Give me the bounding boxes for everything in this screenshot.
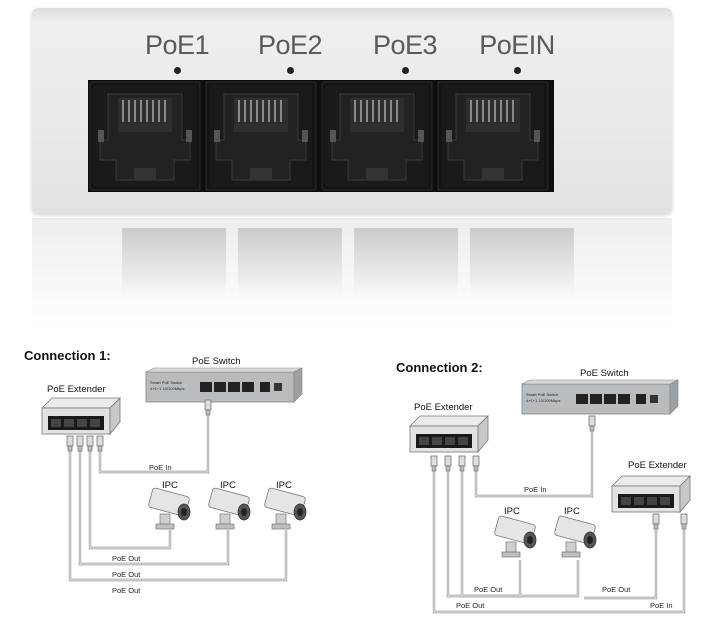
ipc-camera-2b	[553, 514, 597, 558]
port-led-poe2	[287, 67, 294, 74]
cable-label-poe-out-2a: PoE Out	[474, 585, 503, 594]
ipc-camera-1c	[263, 486, 307, 530]
port-reflection	[354, 228, 458, 298]
ipc-label-1b: IPC	[220, 480, 236, 491]
poe-switch-1-spec: 4+1+1 10/100Mbps	[150, 386, 184, 391]
poe-switch-1-brand: Smart PoE Switch	[150, 380, 182, 385]
ipc-camera-1a	[147, 486, 191, 530]
poe-extender-2a-label: PoE Extender	[414, 402, 473, 413]
poe-switch-2	[521, 379, 679, 415]
port-label-poein: PoEIN	[479, 30, 555, 60]
ipc-camera-1b	[207, 486, 251, 530]
poe-extender-2b-label: PoE Extender	[628, 460, 687, 471]
cable-label-poe-in-2a: PoE In	[524, 485, 547, 494]
cable-label-poe-in-1: PoE In	[149, 463, 172, 472]
ipc-label-1c: IPC	[276, 480, 292, 491]
poe-switch-1	[145, 367, 303, 403]
cable-label-poe-out-2b: PoE Out	[456, 601, 485, 610]
port-led-poe1	[174, 67, 181, 74]
connection-2-diagram: PoE Switch Smart PoE Switch 4+1+1 10/100…	[409, 368, 691, 614]
product-reflection	[32, 218, 672, 328]
poe-switch-1-label: PoE Switch	[192, 356, 241, 367]
poe-switch-2-brand: Smart PoE Switch	[526, 392, 558, 397]
port-led-poein	[514, 67, 521, 74]
product-top-edge	[32, 8, 672, 22]
port-reflection	[470, 228, 574, 298]
connection-1-diagram: PoE Switch Smart PoE Switch 4+1+1 10/100…	[41, 356, 307, 595]
poe-extender-1-label: PoE Extender	[47, 384, 106, 395]
port-reflection	[122, 228, 226, 298]
port-label-poe2: PoE2	[257, 30, 323, 60]
poe-extender-2b	[611, 475, 691, 513]
port-reflection	[238, 228, 342, 298]
cable-label-poe-in-2b: PoE In	[650, 601, 673, 610]
port-led-poe3	[402, 67, 409, 74]
rj45-port-bay	[88, 80, 554, 192]
poe-extender-2a	[409, 415, 489, 453]
poe-switch-2-spec: 4+1+1 10/100Mbps	[526, 398, 560, 403]
port-label-poe3: PoE3	[372, 30, 438, 60]
cable-label-poe-out-1b: PoE Out	[112, 570, 141, 579]
cable-label-poe-out-1a: PoE Out	[112, 554, 141, 563]
port-label-poe1: PoE1	[144, 30, 210, 60]
connection-2-title: Connection 2:	[396, 360, 483, 375]
poe-extender-1	[41, 397, 121, 435]
ipc-label-2a: IPC	[504, 506, 520, 517]
connection-1-title: Connection 1:	[24, 348, 111, 363]
cable-label-poe-out-2c: PoE Out	[602, 585, 631, 594]
cable-label-poe-out-1c: PoE Out	[112, 586, 141, 595]
poe-switch-2-label: PoE Switch	[580, 368, 629, 379]
ipc-label-1a: IPC	[162, 480, 178, 491]
ipc-camera-2a	[493, 514, 537, 558]
ipc-label-2b: IPC	[564, 506, 580, 517]
